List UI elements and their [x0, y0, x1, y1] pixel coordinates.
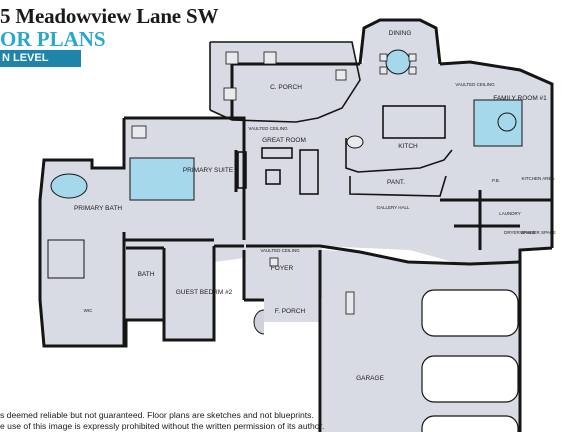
label-gallery-hall: GALLERY HALL	[376, 205, 410, 210]
label-vaulted-ceiling-1: VAULTED CEILING	[248, 126, 288, 131]
label-kitchen-area: KITCHEN AREA	[521, 176, 554, 181]
label-wic: WIC	[84, 308, 93, 313]
disclaimer-line-1: s deemed reliable but not guaranteed. Fl…	[0, 410, 314, 420]
floor-plans-title: OR PLANS	[0, 27, 106, 51]
garage-cars	[421, 289, 519, 432]
label-garage: GARAGE	[356, 375, 384, 382]
label-kitchen: KITCH	[398, 143, 418, 150]
label-vaulted-ceiling-2: VAULTED CEILING	[455, 82, 495, 87]
fixtures	[47, 49, 523, 279]
label-pantry: PANT.	[387, 179, 405, 186]
label-f-porch: F. PORCH	[275, 308, 306, 315]
label-primary-suite: PRIMARY SUITE	[183, 167, 234, 174]
label-bath: BATH	[138, 271, 155, 278]
address-title: 5 Meadowview Lane SW	[0, 4, 219, 28]
floor-fill	[40, 20, 552, 432]
label-foyer: FOYER	[271, 265, 294, 272]
label-laundry: LAUNDRY	[499, 211, 520, 216]
label-powder-bath: P.B.	[492, 178, 500, 183]
level-tag: N LEVEL	[0, 50, 81, 67]
label-dining: DINING	[389, 30, 412, 37]
label-vaulted-ceiling-3: VAULTED CEILING	[260, 248, 300, 253]
label-c-porch: C. PORCH	[270, 84, 302, 91]
label-guest-bedroom: GUEST BEDRM #2	[176, 289, 233, 296]
room-labels: DINING C. PORCH FAMILY ROOM #1 VAULTED C…	[74, 30, 556, 382]
label-great-room: GREAT ROOM	[262, 137, 306, 144]
label-dryer-space: DRYER SPACE	[504, 230, 536, 235]
label-primary-bath: PRIMARY BATH	[74, 205, 122, 212]
label-family-room: FAMILY ROOM #1	[493, 95, 547, 102]
walls	[38, 18, 554, 432]
disclaimer-line-2: e use of this image is expressly prohibi…	[0, 421, 325, 431]
label-washer-space: WASHER SPACE	[520, 230, 556, 235]
